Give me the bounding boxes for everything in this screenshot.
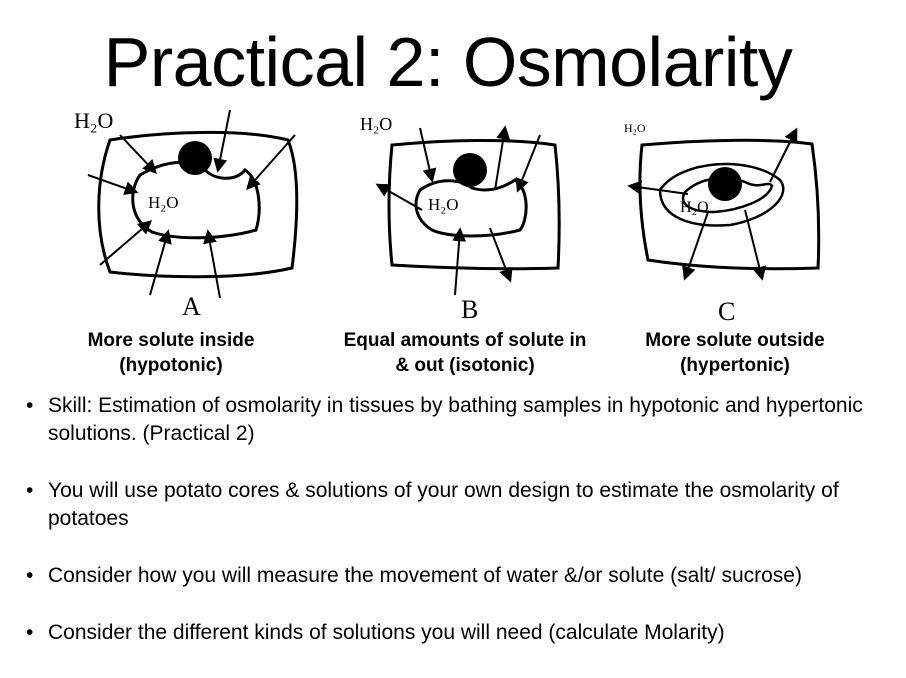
bullet-marker: • xyxy=(26,564,34,587)
diagram-c-inner-h2o-label: H₂O xyxy=(680,199,709,216)
diagram-b-arrow xyxy=(452,227,467,296)
diagram-b-letter: B xyxy=(461,295,478,324)
bullet-marker: • xyxy=(26,394,34,417)
bullet-marker: • xyxy=(26,621,34,644)
diagram-b-caption: Equal amounts of solute in & out (isoton… xyxy=(322,328,608,378)
diagram-a-arrow xyxy=(87,174,139,195)
slide-title: Practical 2: Osmolarity xyxy=(103,23,793,101)
diagram-a-cell-wall xyxy=(97,130,299,279)
diagram-a-arrow xyxy=(213,109,231,173)
diagram-c-cell-wall xyxy=(638,138,821,271)
diagram-a-figure: H₂O H₂O A xyxy=(74,108,299,321)
diagram-b-inner-h2o-label: H₂O xyxy=(428,195,458,214)
diagram-c-membrane-outer xyxy=(658,162,785,227)
diagram-a-caption: More solute inside (hypotonic) xyxy=(60,328,282,378)
diagram-a-nucleus xyxy=(178,141,212,175)
diagram-a-letter: A xyxy=(182,292,201,321)
diagram-a-inner-h2o-label: H₂O xyxy=(148,193,178,212)
bullet-item: • Consider the different kinds of soluti… xyxy=(22,619,882,647)
diagram-b-arrow xyxy=(419,127,437,183)
diagram-a-arrow xyxy=(203,229,221,299)
bullet-text: You will use potato cores & solutions of… xyxy=(48,479,839,530)
diagram-a-arrow xyxy=(119,134,157,175)
diagram-c-arrow xyxy=(744,209,767,281)
bullet-item: • You will use potato cores & solutions … xyxy=(22,477,882,533)
diagram-c-letter: C xyxy=(718,297,735,326)
diagram-a-arrow xyxy=(246,134,296,191)
diagram-b-caption-line1: Equal amounts of solute in xyxy=(343,330,587,351)
diagram-c-figure: H₂O H₂O C xyxy=(624,121,821,326)
bullet-text: Skill: Estimation of osmolarity in tissu… xyxy=(48,394,863,445)
diagram-a-arrow xyxy=(149,229,172,296)
bullet-item: • Consider how you will measure the move… xyxy=(22,562,882,590)
bullet-item: • Skill: Estimation of osmolarity in tis… xyxy=(22,392,882,448)
diagram-c-caption-line1: More solute outside xyxy=(645,330,825,351)
diagram-c-caption: More solute outside (hypertonic) xyxy=(626,328,844,378)
diagram-c-outer-h2o-label: H₂O xyxy=(624,121,646,135)
diagram-b-arrow xyxy=(494,125,511,191)
diagram-b-figure: H₂O H₂O B xyxy=(360,114,561,324)
diagram-c: H₂O H₂O C xyxy=(620,100,840,330)
diagram-a-caption-line1: More solute inside xyxy=(87,330,255,351)
diagram-b-arrow xyxy=(375,183,423,211)
diagram-b: H₂O H₂O B xyxy=(350,100,580,330)
bullet-marker: • xyxy=(26,479,34,502)
diagram-a-arrow xyxy=(99,220,153,266)
diagram-b-caption-line2: & out (isotonic) xyxy=(395,355,535,376)
diagram-a-caption-line2: (hypotonic) xyxy=(119,355,223,376)
diagram-c-arrow xyxy=(627,180,689,195)
diagram-c-arrow xyxy=(682,211,709,281)
diagram-c-arrow xyxy=(769,127,798,183)
diagram-b-outer-h2o-label: H₂O xyxy=(360,114,392,134)
diagram-b-nucleus xyxy=(453,153,487,187)
bullet-text: Consider the different kinds of solution… xyxy=(48,621,725,644)
diagram-c-caption-line2: (hypertonic) xyxy=(680,355,790,376)
bullet-text: Consider how you will measure the moveme… xyxy=(48,564,802,587)
bullet-list: • Skill: Estimation of osmolarity in tis… xyxy=(22,392,882,676)
diagram-b-arrow xyxy=(489,227,513,283)
diagram-b-arrow xyxy=(515,134,541,193)
diagram-b-cytoplasm xyxy=(414,178,528,238)
diagram-a: H₂O H₂O A xyxy=(70,100,310,330)
diagram-c-nucleus xyxy=(708,167,742,201)
diagram-a-outer-h2o-label: H₂O xyxy=(74,108,113,133)
